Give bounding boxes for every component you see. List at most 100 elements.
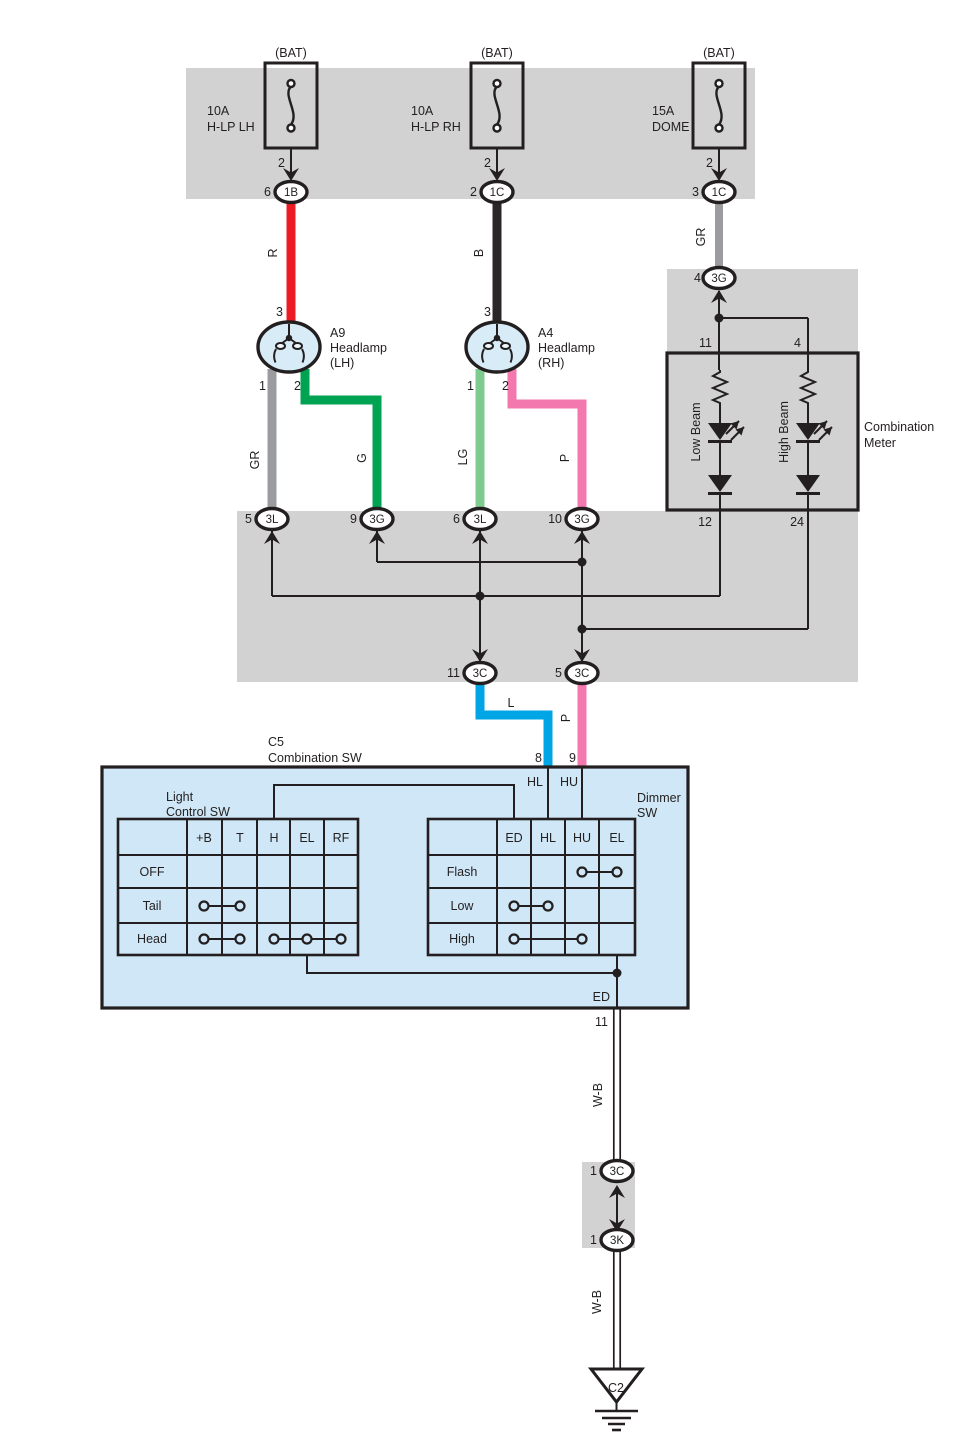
connector-code: 1C	[712, 187, 727, 199]
arrow-down-icon	[472, 649, 488, 662]
wire-label-b: B	[472, 249, 486, 257]
connector-pin: 10	[548, 512, 562, 526]
led-ray-icon	[735, 427, 744, 436]
meter-labels: 4 3G 11 4 Low Beam High Beam Combination…	[689, 271, 934, 529]
wire-label-gr: GR	[248, 451, 262, 470]
dimmer-row-label: High	[449, 932, 475, 946]
fuse-element	[287, 85, 295, 126]
connector-3g-9	[359, 506, 395, 532]
wire-label-wb: W-B	[591, 1083, 605, 1107]
headlamp-lh	[256, 320, 322, 374]
connector-3l-5	[254, 506, 290, 532]
connector-pin: 3	[692, 185, 699, 199]
connector-1b	[273, 179, 309, 205]
connector-pin: 4	[694, 271, 701, 285]
connector-code: 3L	[474, 514, 487, 526]
bulb-contact-icon	[285, 334, 293, 342]
meter-title: Combination	[864, 420, 934, 434]
light-col-header: RF	[333, 831, 350, 845]
wire-label-wb: W-B	[590, 1290, 604, 1314]
wire-g	[300, 369, 382, 509]
arrow-down-icon	[283, 168, 299, 181]
headlamp-name: Headlamp	[538, 341, 595, 355]
connectors	[254, 179, 737, 1253]
resistor-icon	[710, 370, 730, 405]
led-icon	[796, 423, 820, 440]
dimmer-label: SW	[637, 806, 657, 820]
headlamp-code: A4	[538, 326, 553, 340]
arrow-up-icon	[711, 290, 727, 303]
arrow-up-icon	[574, 531, 590, 544]
bottom-labels: 1 3C 1 3K C2	[590, 1164, 624, 1395]
wire-label-p: P	[558, 454, 572, 462]
connector-3c-5	[564, 660, 600, 686]
headlamp-pin: 3	[276, 305, 283, 319]
ground-code: C2	[608, 1381, 624, 1395]
arrow-down-icon	[489, 168, 505, 181]
arrowheads	[264, 168, 727, 1232]
connector-pin: 1	[590, 1233, 597, 1247]
wire-p	[507, 369, 587, 509]
fuse-box-hlp-lh	[263, 61, 319, 150]
combination-meter-box	[665, 351, 860, 512]
fuse-rating: 15A	[652, 104, 675, 118]
arrow-down-icon	[711, 168, 727, 181]
connector-3l-6	[462, 506, 498, 532]
fuses	[263, 61, 747, 150]
headlamp-pin: 2	[294, 379, 301, 393]
connector-pin: 5	[555, 666, 562, 680]
connector-1c-dome	[701, 179, 737, 205]
fuse-bat-label: (BAT)	[275, 46, 307, 60]
wire-labels: R B GR GR G LG P L P W-B W-B	[248, 228, 708, 1314]
arrow-up-icon	[472, 531, 488, 544]
connector-code: 3G	[369, 514, 384, 526]
switch-pin-8: 8	[535, 751, 542, 765]
light-row-label: Head	[137, 932, 167, 946]
connector-code: 3G	[574, 514, 589, 526]
led-icon	[708, 423, 732, 440]
headlamp-labels: A9 Headlamp (LH) 3 1 2 A4 Headlamp (RH) …	[259, 305, 595, 393]
high-beam-label: High Beam	[777, 401, 791, 463]
diode-icon	[708, 475, 732, 492]
headlamp-side: (RH)	[538, 356, 564, 370]
meter-pin-in-high: 4	[794, 336, 801, 350]
connector-code: 3L	[266, 514, 279, 526]
connector-code: 3C	[575, 668, 590, 680]
headlamp-name: Headlamp	[330, 341, 387, 355]
dimmer-col-header: HL	[540, 831, 556, 845]
connector-code: 1B	[284, 187, 298, 199]
meter-band	[667, 269, 858, 511]
meter-title: Meter	[864, 436, 896, 450]
fuse-pin: 2	[278, 156, 285, 170]
wire-label-lg: LG	[456, 449, 470, 466]
light-col-header: +B	[196, 831, 212, 845]
light-row-label: OFF	[140, 865, 165, 879]
headlamp-pin: 1	[467, 379, 474, 393]
arrow-up-icon	[609, 1185, 625, 1198]
arrow-down-icon	[574, 649, 590, 662]
bulb-contact-icon	[493, 334, 501, 342]
fuse-pin: 2	[706, 156, 713, 170]
middle-band-labels: 5 3L 9 3G 6 3L 10 3G 11 3C 5 3C	[245, 512, 590, 680]
combination-switch-labels: C5 Combination SW 8 9 HL HU Light Contro…	[137, 735, 681, 1029]
headlamp-rh	[464, 320, 530, 374]
led-ray-icon	[823, 427, 832, 436]
fuse-pin: 2	[484, 156, 491, 170]
connector-pin: 11	[447, 666, 460, 680]
switch-hl-label: HL	[527, 775, 543, 789]
combination-meter	[665, 351, 860, 512]
switch-pin-11: 11	[595, 1015, 608, 1029]
switch-hu-label: HU	[560, 775, 578, 789]
diode-icon	[796, 475, 820, 492]
connector-3k-1	[599, 1227, 635, 1253]
wire-l	[475, 683, 553, 768]
connector-pin: 9	[350, 512, 357, 526]
wire-label-l: L	[508, 696, 515, 710]
wire-label-gr: GR	[694, 228, 708, 247]
fuse-bat-label: (BAT)	[481, 46, 513, 60]
fuse-labels: (BAT) (BAT) (BAT) 10A H-LP LH 10A H-LP R…	[207, 46, 735, 199]
fuse-name: H-LP RH	[411, 120, 461, 134]
wire-label-g: G	[355, 453, 369, 463]
led-ray-icon	[818, 421, 827, 430]
light-row-label: Tail	[143, 899, 162, 913]
